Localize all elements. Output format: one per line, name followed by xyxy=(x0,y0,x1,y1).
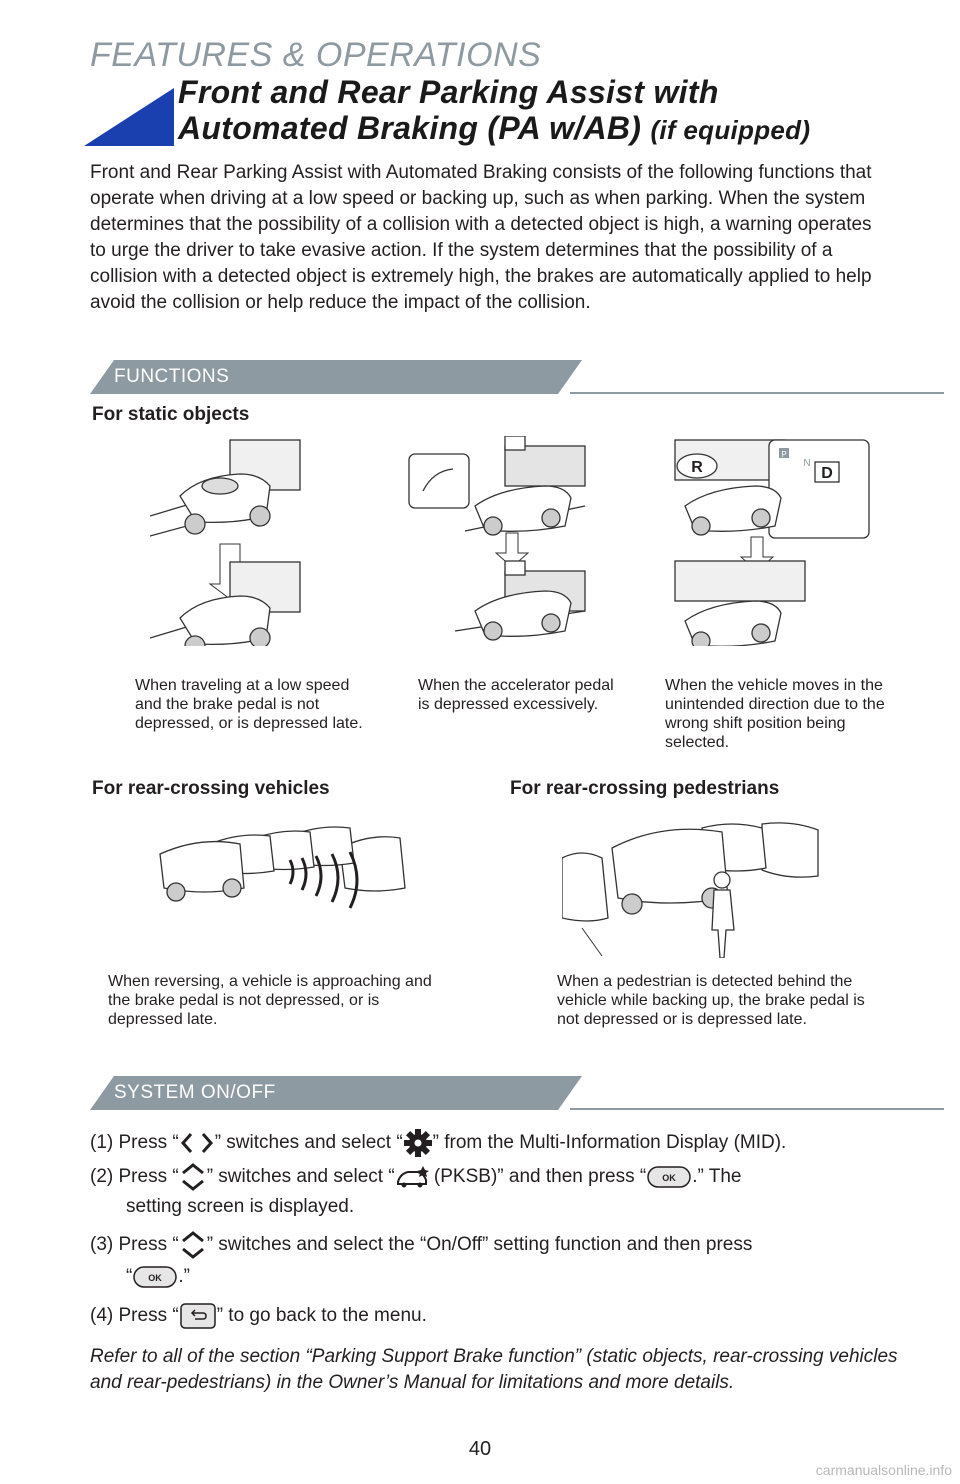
system-band-rule xyxy=(570,1108,944,1110)
functions-band-label: FUNCTIONS xyxy=(114,366,230,387)
static-illustration-wrong-shift: R P N D xyxy=(674,439,870,646)
step-3-text-c: “ xyxy=(126,1266,133,1288)
functions-band-rule xyxy=(570,392,944,394)
step-1-text-a: (1) Press “ xyxy=(90,1132,179,1154)
step-2-text-c: (PKSB)” and then press “ xyxy=(428,1166,647,1188)
ok-button-icon: OK xyxy=(647,1166,691,1188)
static-illustration-low-speed xyxy=(150,439,301,646)
back-button-icon xyxy=(179,1303,216,1329)
functions-band xyxy=(90,360,582,394)
ok-label-step2: OK xyxy=(662,1173,676,1183)
system-band-label: SYSTEM ON/OFF xyxy=(114,1082,276,1103)
rear-vehicles-illustration xyxy=(159,826,406,909)
reference-note: Refer to all of the section “Parking Sup… xyxy=(90,1346,898,1393)
intro-paragraph: Front and Rear Parking Assist with Autom… xyxy=(90,162,872,313)
up-down-switch-icon xyxy=(181,1163,204,1191)
step-1-text-c: ” from the Multi-Information Display (MI… xyxy=(432,1132,787,1154)
pksb-car-icon xyxy=(396,1166,429,1188)
shift-n-label: N xyxy=(803,458,810,469)
step-3-text-d: .” xyxy=(178,1266,190,1288)
step-3: (3) Press “ ” switches and select the “On… xyxy=(90,1230,752,1260)
gear-icon xyxy=(403,1129,432,1157)
page-title-main: Automated Braking (PA w/AB) xyxy=(178,110,642,146)
left-right-switch-icon xyxy=(180,1133,213,1153)
ok-label-step3: OK xyxy=(149,1273,163,1283)
step-1: (1) Press “ ” switches and select “ ” from… xyxy=(90,1128,786,1158)
step-3-text-b: ” switches and select the “On/Off” setti… xyxy=(206,1234,753,1256)
system-band xyxy=(90,1076,582,1110)
static-caption-3: When the vehicle moves in the unintended… xyxy=(665,677,885,751)
step-4: (4) Press “ ” to go back to the menu. xyxy=(90,1302,427,1330)
static-objects-heading: For static objects xyxy=(92,404,250,425)
page-title-line2: Automated Braking (PA w/AB) (if equipped… xyxy=(178,110,810,147)
static-illustration-accelerator xyxy=(408,436,586,641)
step-3-continued: “ OK .” xyxy=(126,1264,190,1290)
shift-p-label: P xyxy=(781,450,786,459)
static-caption-1: When traveling at a low speed and the br… xyxy=(135,677,363,732)
static-caption-2: When the accelerator pedal is depressed … xyxy=(418,677,614,713)
up-down-switch-icon xyxy=(181,1231,204,1259)
section-title: FEATURES & OPERATIONS xyxy=(90,36,542,74)
page-number: 40 xyxy=(468,1438,492,1460)
step-2-text-a: (2) Press “ xyxy=(90,1166,179,1188)
header-accent-shape xyxy=(84,88,174,146)
rear-pedestrians-heading: For rear-crossing pedestrians xyxy=(510,778,780,799)
rear-vehicles-caption: When reversing, a vehicle is approaching… xyxy=(108,973,432,1028)
step-1-text-b: ” switches and select “ xyxy=(214,1132,403,1154)
page-title-suffix: (if equipped) xyxy=(650,115,811,145)
step-2: (2) Press “ ” switches and select “ (PKSB… xyxy=(90,1162,741,1192)
step-2-continued: setting screen is displayed. xyxy=(126,1196,355,1217)
step-2-text-b: ” switches and select “ xyxy=(206,1166,395,1188)
rear-pedestrians-caption: When a pedestrian is detected behind the… xyxy=(557,973,865,1028)
shift-d-label: D xyxy=(821,465,833,482)
rear-pedestrians-illustration xyxy=(562,822,819,958)
step-3-text-a: (3) Press “ xyxy=(90,1234,179,1256)
page-title-line1: Front and Rear Parking Assist with xyxy=(178,74,719,110)
step-4-text-a: (4) Press “ xyxy=(90,1305,179,1327)
step-4-text-b: ” to go back to the menu. xyxy=(216,1305,427,1327)
step-2-text-d: .” The xyxy=(692,1166,742,1188)
watermark: carmanualsonline.info xyxy=(815,1462,952,1478)
shift-r-label: R xyxy=(691,459,703,476)
ok-button-icon: OK xyxy=(133,1266,178,1288)
rear-vehicles-heading: For rear-crossing vehicles xyxy=(92,778,330,799)
